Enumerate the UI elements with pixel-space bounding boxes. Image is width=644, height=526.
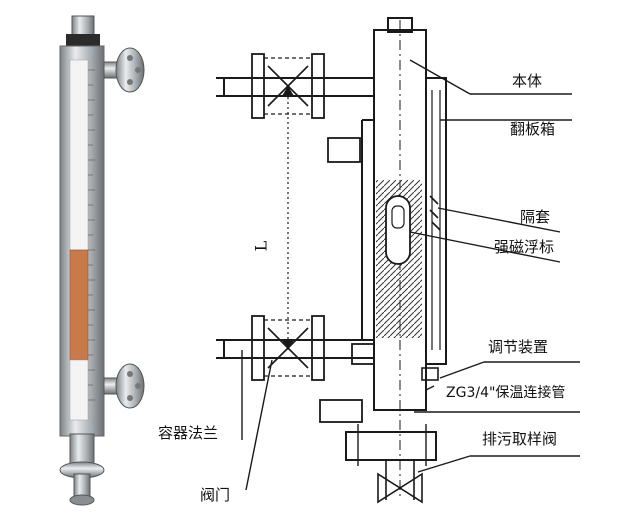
label-distance: L — [251, 240, 271, 252]
label-flip-box: 翻板箱 — [510, 120, 556, 138]
label-valve: 阀门 — [200, 486, 231, 504]
flip-box-segments — [431, 90, 441, 350]
label-adjust: 调节装置 — [488, 338, 549, 356]
label-body: 本体 — [512, 72, 543, 90]
label-float: 强磁浮标 — [494, 238, 555, 256]
flip-box-outline — [425, 77, 447, 365]
label-pipe: ZG3/4"保温连接管 — [446, 385, 566, 401]
label-drain: 排污取样阀 — [482, 430, 558, 448]
label-flange: 容器法兰 — [158, 424, 219, 442]
leader-lines — [241, 59, 580, 491]
label-sleeve: 隔套 — [520, 208, 551, 226]
gauge-photo — [59, 15, 145, 506]
schematic — [216, 17, 580, 504]
